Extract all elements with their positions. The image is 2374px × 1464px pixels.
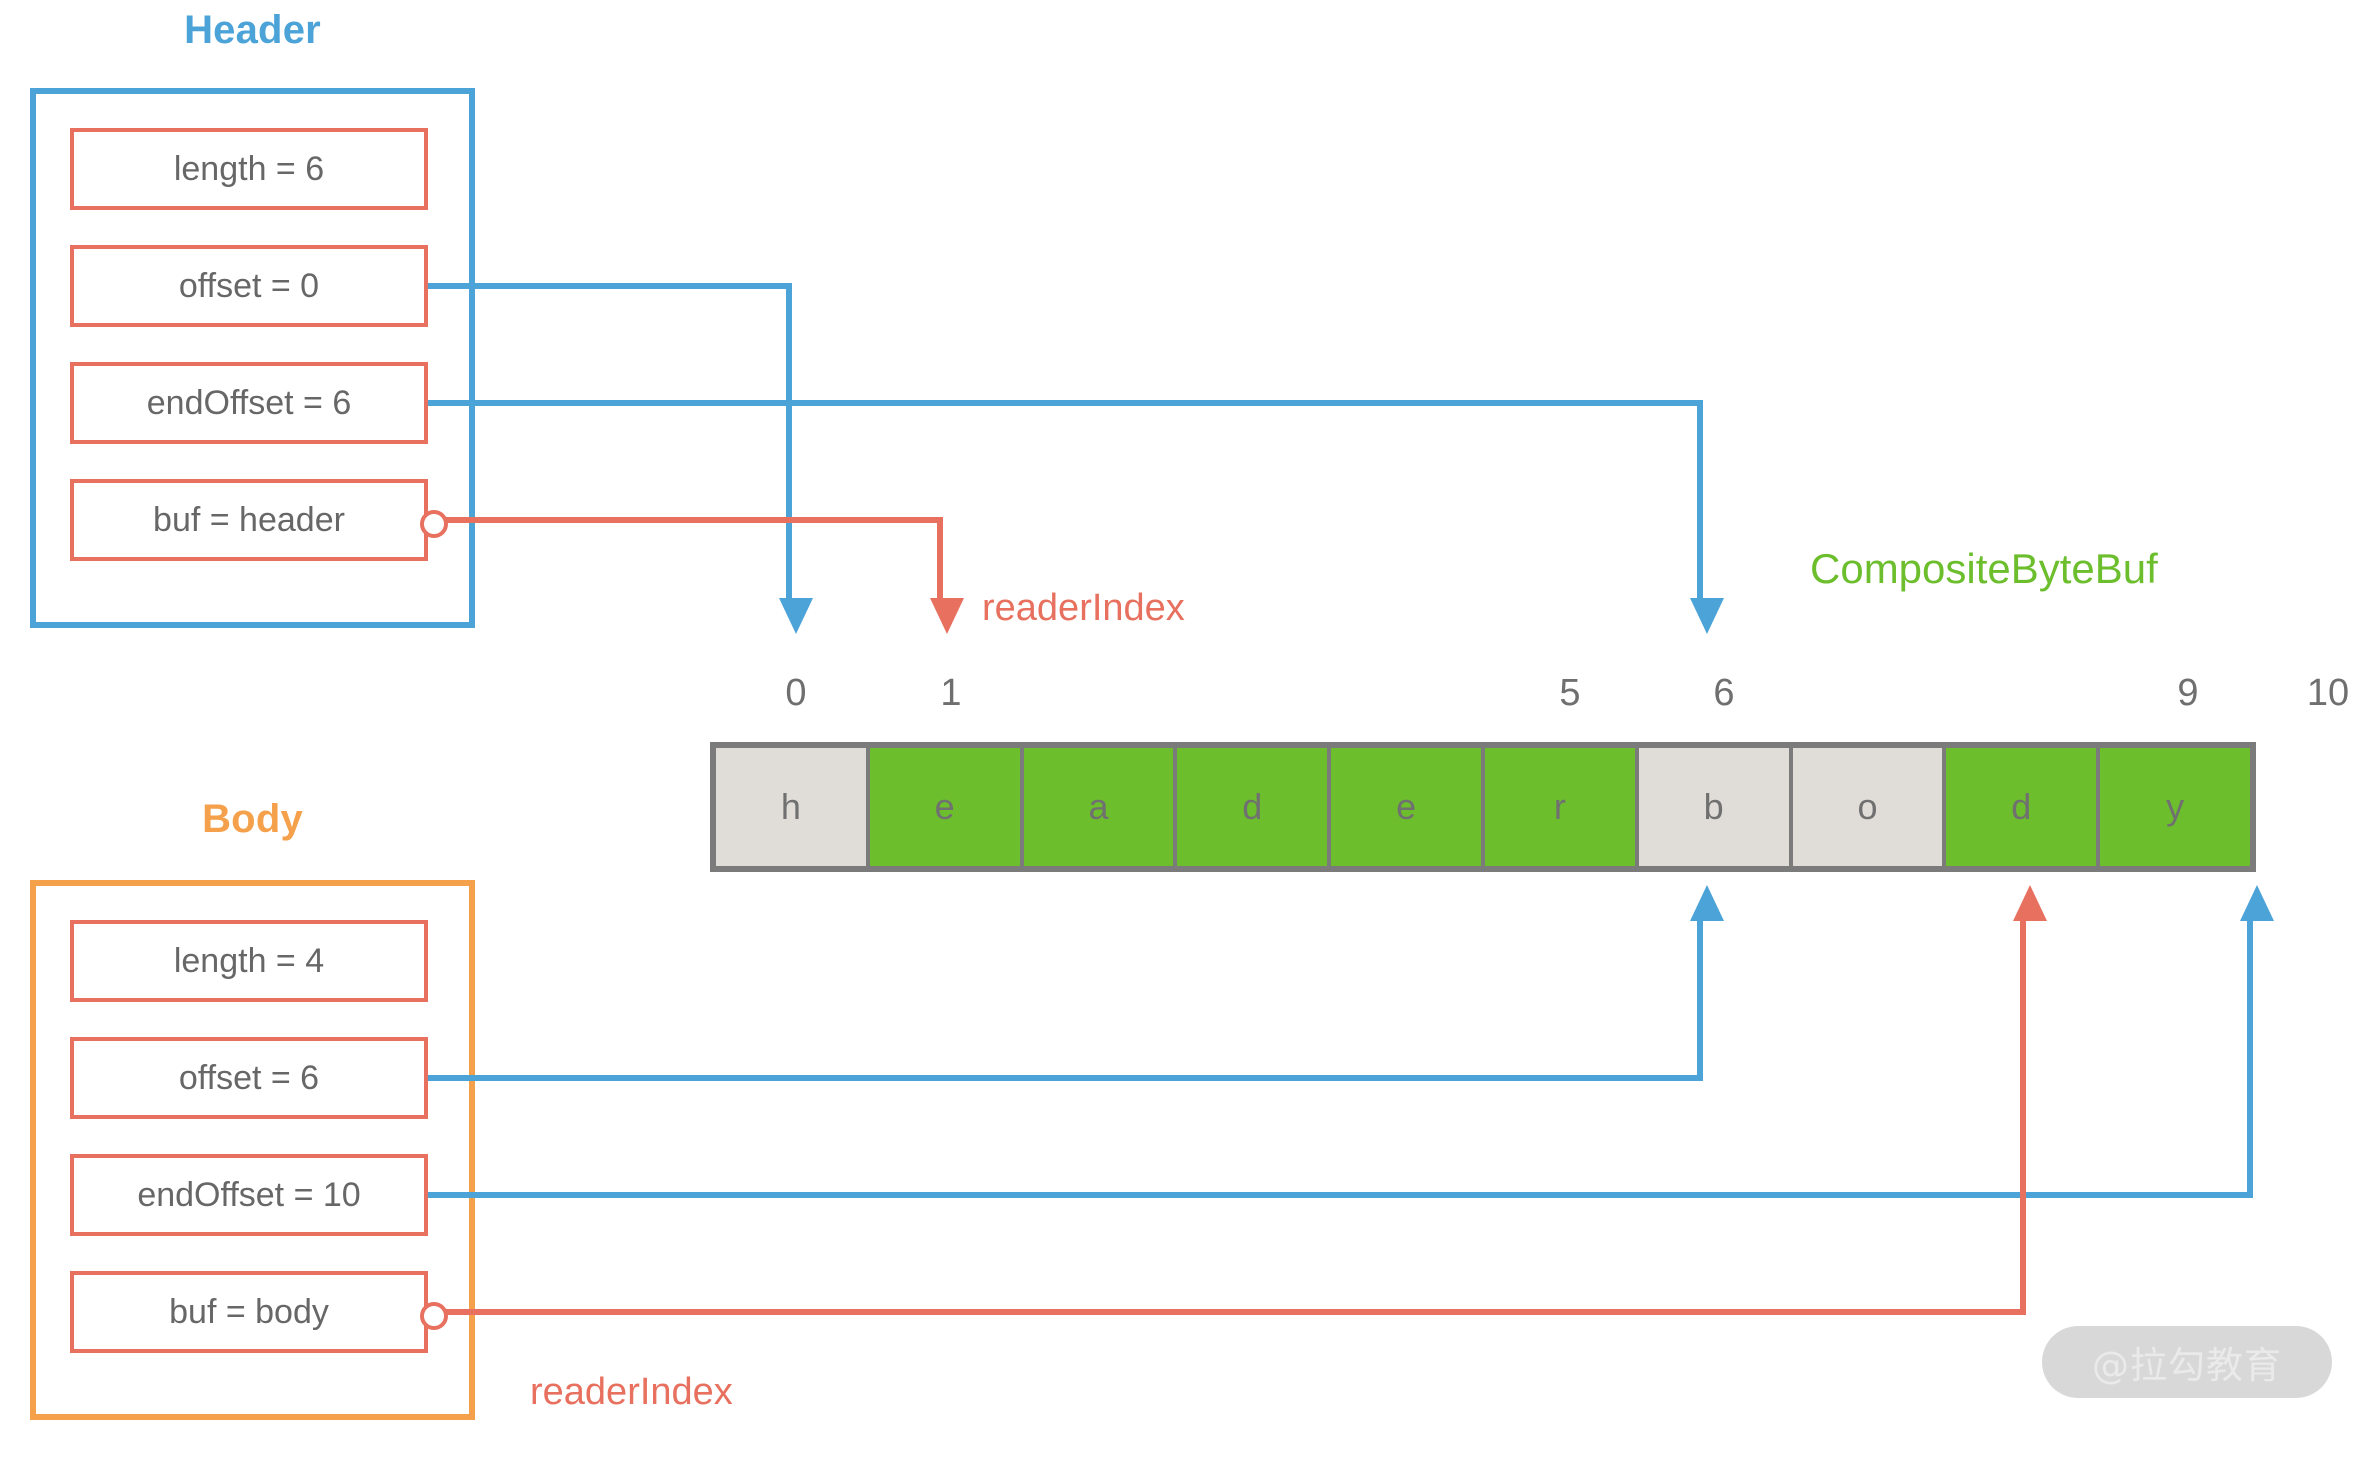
body-panel-title: Body [202,797,303,841]
arrow-body-readerindex [2013,885,2047,921]
arrow-body-offset [1690,885,1724,921]
header-buf-endpoint [420,510,448,538]
body-field-offset: offset = 6 [70,1037,428,1119]
connector-body-reader-h [444,1309,2026,1315]
arrow-header-endoffset [1690,598,1724,634]
connector-body-offset-h [428,1075,1703,1081]
connector-header-endoffset-h [428,400,1703,406]
connector-body-endoffset-h [428,1192,2253,1198]
buffer-cell: d [1177,748,1332,866]
header-field-buf: buf = header [70,479,428,561]
readerindex-label-body: readerIndex [530,1371,733,1413]
buffer-cell: d [1946,748,2101,866]
buffer-cell: o [1792,748,1947,866]
header-panel-title: Header [184,8,321,52]
connector-header-offset-v [786,283,792,600]
buffer-index-0: 0 [785,672,807,714]
buffer-cell: b [1638,748,1793,866]
buffer-index-1: 1 [940,672,962,714]
arrow-header-readerindex [930,598,964,634]
buffer-cell: e [1331,748,1485,866]
connector-header-reader-v [937,517,943,600]
connector-header-reader-h [444,517,943,523]
header-field-endoffset: endOffset = 6 [70,362,428,444]
buffer-cell: h [716,748,870,866]
connector-body-endoffset-v [2247,921,2253,1198]
buffer-index-9: 9 [2177,672,2199,714]
buffer-index-10: 10 [2306,672,2350,714]
connector-body-reader-v [2020,921,2026,1315]
header-field-offset: offset = 0 [70,245,428,327]
buffer-cell: e [869,748,1024,866]
buffer-index-6: 6 [1713,672,1735,714]
buffer-cell: y [2100,748,2250,866]
arrow-body-endoffset [2240,885,2274,921]
connector-header-offset-h [428,283,792,289]
buffer-index-5: 5 [1559,672,1581,714]
body-field-endoffset: endOffset = 10 [70,1154,428,1236]
body-field-buf: buf = body [70,1271,428,1353]
watermark: @拉勾教育 [2042,1326,2332,1398]
composite-bytebuf-label: CompositeByteBuf [1810,545,2158,592]
body-buf-endpoint [420,1302,448,1330]
connector-body-offset-v [1697,921,1703,1081]
header-field-length: length = 6 [70,128,428,210]
arrow-header-offset [779,598,813,634]
buffer-cell: r [1484,748,1639,866]
connector-header-endoffset-v [1697,400,1703,600]
body-field-length: length = 4 [70,920,428,1002]
readerindex-label-header: readerIndex [982,587,1185,629]
buffer-cell: a [1023,748,1178,866]
composite-byte-buffer: h e a d e r b o d y [710,742,2256,872]
